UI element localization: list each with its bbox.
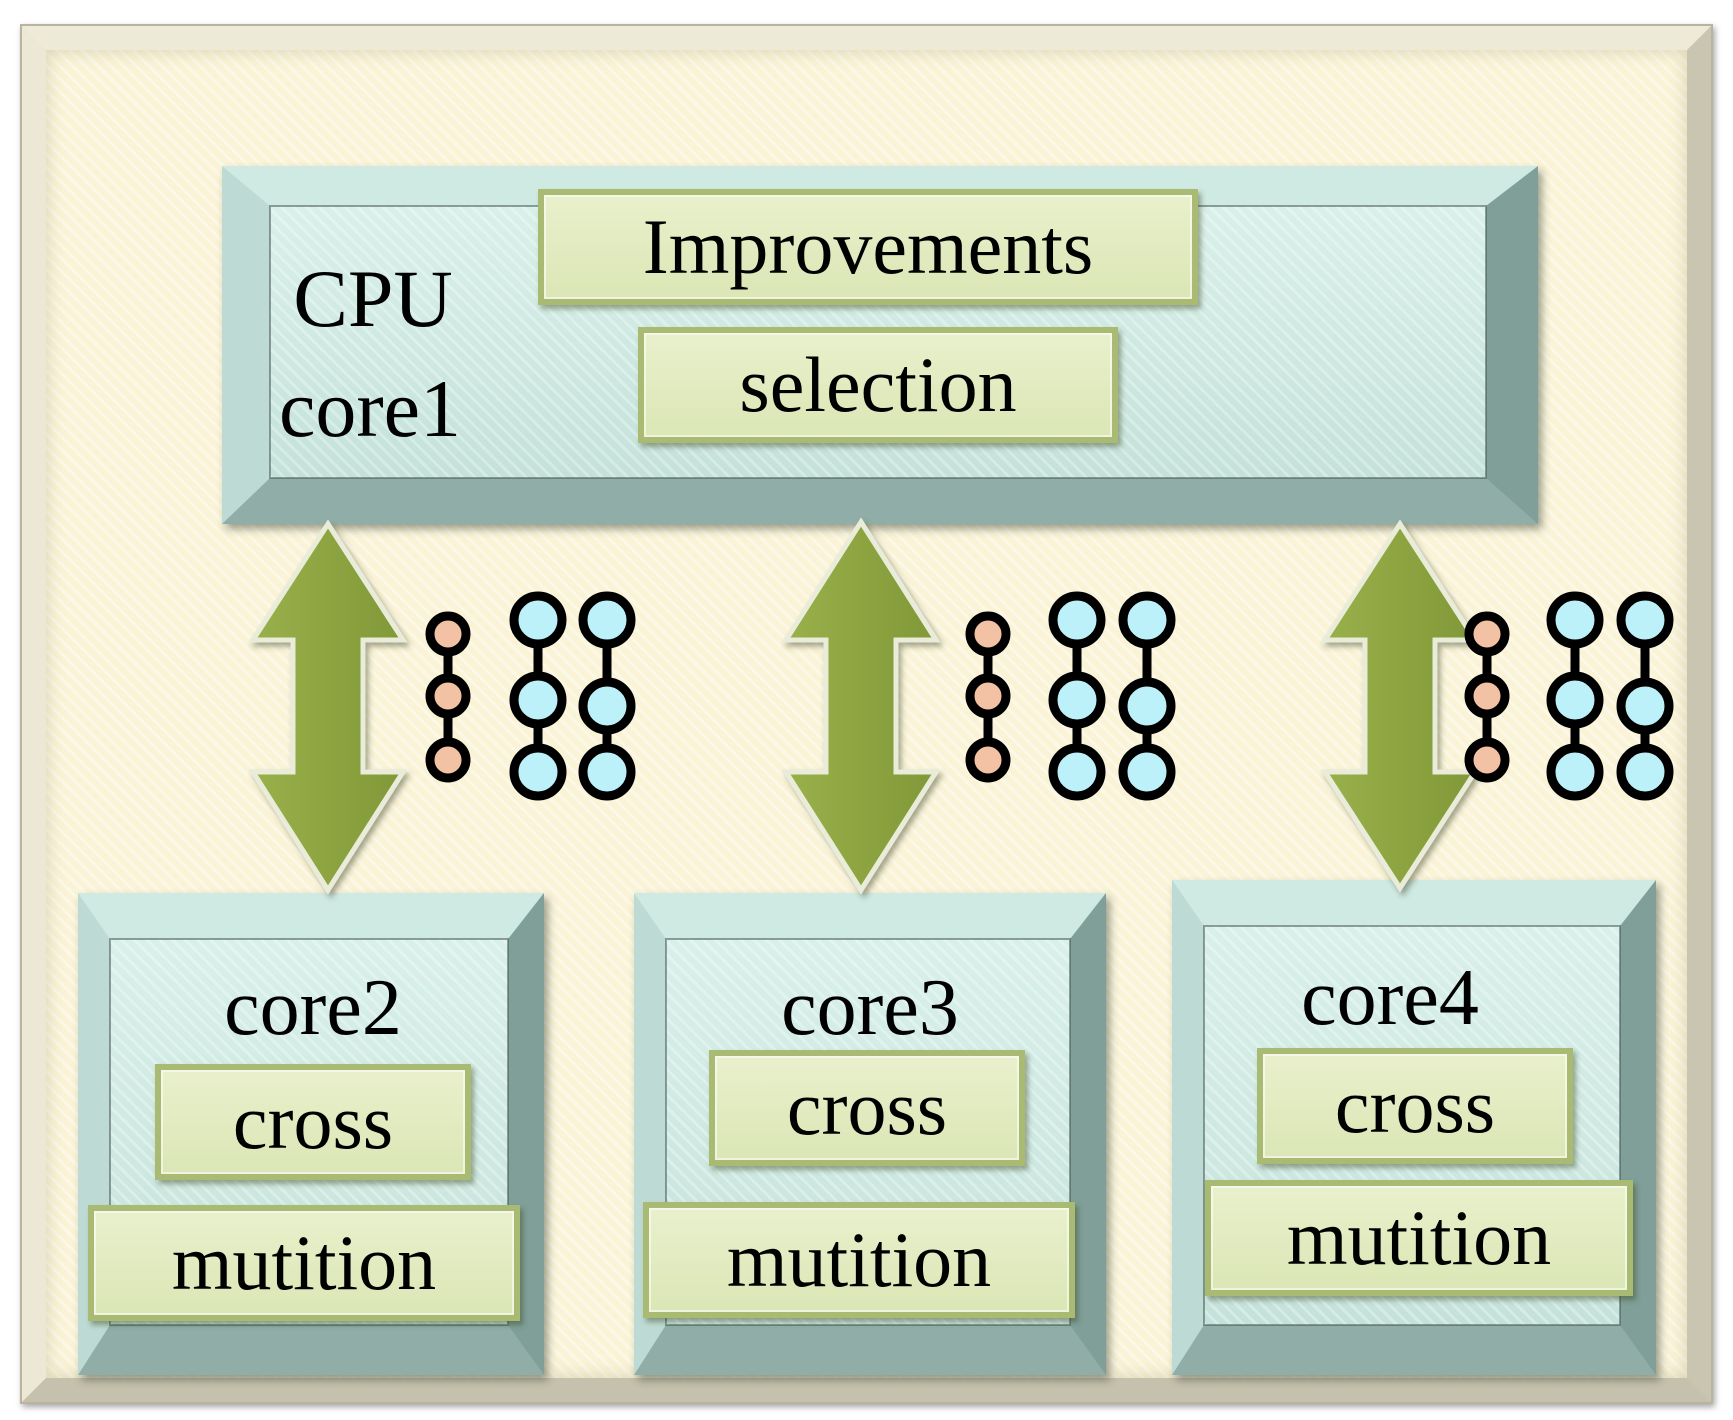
double-arrow-icon: [1320, 519, 1480, 893]
chromosome-chain-icon: [1616, 591, 1674, 801]
selection-box: selection: [638, 327, 1118, 443]
core3-mutition-box: mutition: [643, 1202, 1075, 1318]
chromosome-chain-icon: [1048, 591, 1106, 801]
chromosome-chain-icon: [425, 611, 471, 783]
core1-title: core1: [278, 363, 462, 454]
core2-cross-box: cross: [155, 1064, 471, 1180]
chromosome-chain-icon: [509, 591, 567, 801]
double-arrow-icon: [248, 519, 408, 895]
chromosome-chain-icon: [1118, 591, 1176, 801]
chromosome-chain-icon: [1464, 611, 1510, 783]
core4-title: core4: [1301, 954, 1479, 1042]
double-arrow-icon: [781, 517, 941, 895]
chromosome-chain-icon: [965, 611, 1011, 783]
core3-cross-box: cross: [709, 1050, 1025, 1166]
cpu-title: CPU: [293, 253, 453, 344]
chromosome-chain-icon: [578, 591, 636, 801]
core4-cross-box: cross: [1257, 1048, 1573, 1164]
improvements-box: Improvements: [538, 189, 1198, 305]
chromosome-chain-icon: [1546, 591, 1604, 801]
core2-title: core2: [224, 964, 402, 1052]
core4-mutition-box: mutition: [1205, 1180, 1633, 1296]
core3-title: core3: [781, 964, 959, 1052]
core2-mutition-box: mutition: [88, 1205, 520, 1321]
